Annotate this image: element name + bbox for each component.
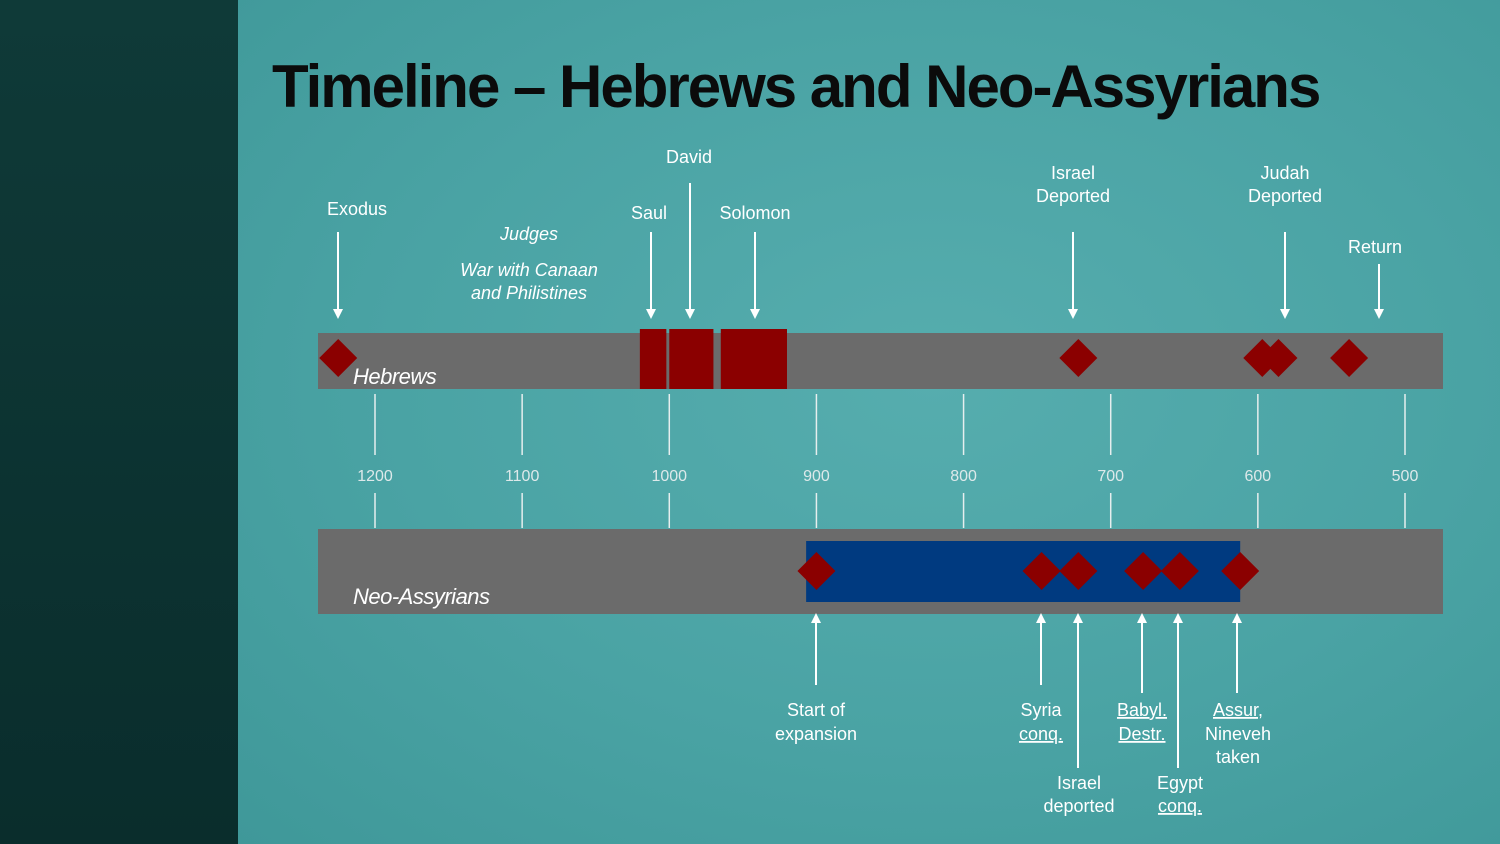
- assyrians-band-label: Neo-Assyrians: [353, 584, 490, 609]
- axis-tick-label: 600: [1245, 468, 1272, 485]
- content-panel: [238, 0, 1500, 844]
- label-return: Return: [1348, 237, 1402, 257]
- axis-tick-label: 1100: [505, 468, 540, 485]
- period-block-david: [669, 329, 714, 389]
- label-start-1: Start of: [787, 700, 846, 720]
- assyrian-event-marker: [1160, 552, 1199, 590]
- assyrian-event-marker: [1221, 552, 1260, 590]
- assyrian-event-marker: [1059, 552, 1098, 590]
- label-assur-3: taken: [1216, 747, 1260, 767]
- label-israel-deported-2: Deported: [1036, 186, 1110, 206]
- year-axis: 1200 1100 1000 900 800 700 600 500: [357, 394, 1418, 528]
- hebrew-event-marker: [1059, 339, 1098, 377]
- axis-tick-label: 1200: [357, 468, 393, 485]
- assyrian-event-markers: [797, 552, 1260, 590]
- period-block-solomon: [720, 329, 787, 389]
- assyrian-event-marker: [797, 552, 836, 590]
- assyrian-event-marker: [1124, 552, 1163, 590]
- label-israel-dep-2: deported: [1043, 796, 1114, 816]
- axis-tick-label: 800: [950, 468, 977, 485]
- axis-tick-label: 900: [803, 468, 830, 485]
- label-judah-deported-1: Judah: [1260, 163, 1309, 183]
- label-david: David: [666, 147, 712, 167]
- label-war-line2: and Philistines: [471, 283, 587, 303]
- label-exodus: Exodus: [327, 199, 387, 219]
- hebrew-period-blocks: [639, 329, 787, 389]
- hebrew-event-marker: [1330, 339, 1369, 377]
- hebrew-event-markers: [319, 339, 1369, 377]
- label-egypt-2: conq.: [1158, 796, 1202, 816]
- label-solomon: Solomon: [719, 203, 790, 223]
- label-syria-1: Syria: [1020, 700, 1062, 720]
- hebrew-event-marker: [319, 339, 358, 377]
- label-babyl-1: Babyl.: [1117, 700, 1167, 720]
- label-assur-2: Nineveh: [1205, 724, 1271, 744]
- label-assur-1: Assur,: [1213, 700, 1263, 720]
- hebrews-band-label: Hebrews: [353, 364, 437, 389]
- label-israel-deported-1: Israel: [1051, 163, 1095, 183]
- period-block-saul: [639, 329, 667, 389]
- assyrian-event-marker: [1022, 552, 1061, 590]
- hebrew-event-marker: [1259, 339, 1298, 377]
- label-syria-2: conq.: [1019, 724, 1063, 744]
- label-israel-dep-1: Israel: [1057, 773, 1101, 793]
- label-judah-deported-2: Deported: [1248, 186, 1322, 206]
- label-war-line1: War with Canaan: [460, 260, 598, 280]
- slide-title: Timeline – Hebrews and Neo-Assyrians: [272, 53, 1321, 120]
- label-saul: Saul: [631, 203, 667, 223]
- axis-tick-label: 700: [1097, 468, 1124, 485]
- axis-tick-label: 500: [1392, 468, 1419, 485]
- label-babyl-2: Destr.: [1118, 724, 1165, 744]
- label-judges: Judges: [499, 224, 558, 244]
- label-start-2: expansion: [775, 724, 857, 744]
- label-egypt-1: Egypt: [1157, 773, 1203, 793]
- sidebar-panel: [0, 0, 238, 844]
- axis-tick-label: 1000: [651, 468, 687, 485]
